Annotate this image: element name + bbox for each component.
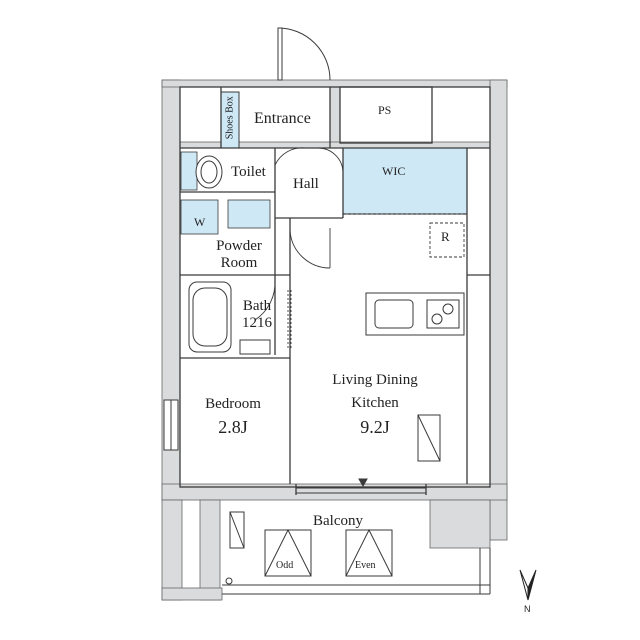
powder-room-line1: Powder [216,238,262,254]
north-label: N [524,604,531,614]
entrance-label: Entrance [254,110,311,127]
bathtub [188,281,271,355]
toilet-fixture [195,155,223,189]
bedroom-name: Bedroom [205,396,261,412]
entrance-door [277,27,331,81]
ps-label: PS [378,103,392,117]
bath-line1: Bath [242,298,272,314]
interior-walls [179,86,491,495]
bedroom-window [163,399,179,451]
north-arrow-icon [519,569,537,601]
bedroom-label: Bedroom 2.8J [185,396,281,438]
toilet-tank-shading [180,151,198,191]
balcony-area [222,511,491,595]
washer-label: W [194,215,206,229]
toilet-label: Toilet [231,164,266,180]
ldk-line1: Living Dining [332,372,418,388]
hall-doors [254,147,344,350]
balcony-sliding-door [296,478,426,494]
ldk-label: Living Dining Kitchen 9.2J [305,372,445,437]
fridge-spot [429,222,465,258]
bath-line2: 1216 [242,315,272,332]
kitchen-counter [365,292,465,336]
ldk-size: 9.2J [360,416,390,437]
wic-shading [342,147,468,215]
odd-label: Odd [276,560,294,571]
powder-room-line2: Room [220,255,258,272]
even-label: Even [355,560,376,571]
washer-shading [180,199,219,235]
balcony-label: Balcony [313,513,363,529]
powder-room-label: Powder Room [205,238,273,273]
hall-label: Hall [293,176,319,192]
bedroom-size: 2.8J [218,417,248,438]
ldk-vent [417,414,441,462]
bath-label: Bath 1216 [234,298,280,333]
fridge-label: R [441,229,450,244]
ldk-line2: Kitchen [351,395,399,412]
vanity-shading [227,199,271,229]
shoes-box-label: Shoes Box [224,96,236,140]
wic-label: WIC [382,164,406,178]
exterior-walls [161,79,508,601]
